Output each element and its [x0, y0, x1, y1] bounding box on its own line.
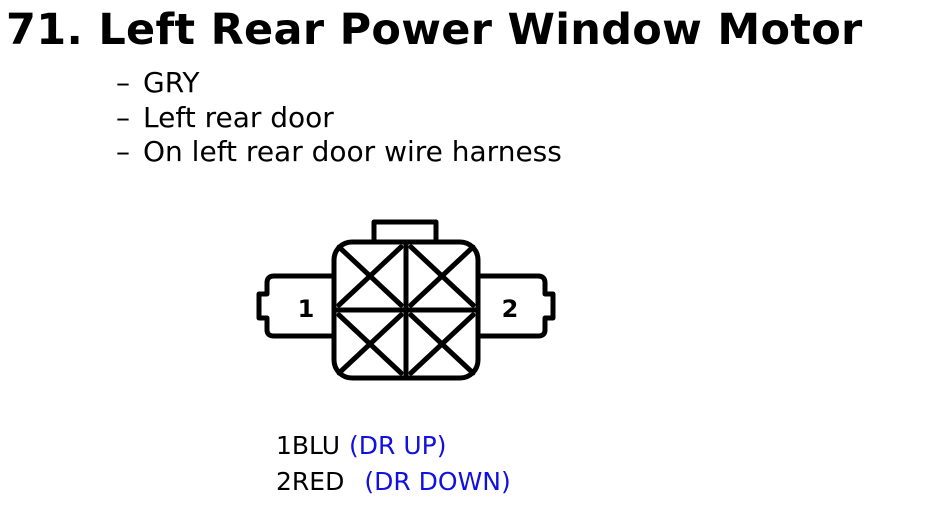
- detail-dash: –: [116, 135, 130, 168]
- connector-details-list: –GRY –Left rear door –On left rear door …: [116, 66, 562, 170]
- detail-text: On left rear door wire harness: [143, 135, 562, 168]
- detail-item-harness: –On left rear door wire harness: [116, 135, 562, 170]
- connector-latch: [371, 219, 439, 245]
- pin-function: (DR UP): [349, 431, 447, 460]
- connector-right-ear: [475, 273, 556, 339]
- detail-dash: –: [116, 66, 130, 99]
- pin-label-1: 1: [298, 295, 315, 323]
- pin-function: (DR DOWN): [364, 467, 511, 496]
- detail-dash: –: [116, 100, 130, 134]
- wire-color: RED: [291, 467, 345, 496]
- connector-cross: [336, 312, 404, 376]
- pin-number: 2: [276, 467, 292, 496]
- connector-cross: [408, 244, 476, 308]
- page-title: 71. Left Rear Power Window Motor: [6, 5, 863, 55]
- pinout-row: 1BLU (DR UP): [276, 428, 511, 464]
- pin-label-2: 2: [502, 295, 519, 323]
- detail-text: GRY: [143, 66, 200, 99]
- connector-cross: [336, 244, 404, 308]
- connector-diagram: 1 2: [256, 219, 556, 381]
- detail-item-color: –GRY: [116, 66, 562, 101]
- wire-color: BLU: [291, 431, 341, 460]
- connector-cross: [408, 312, 476, 376]
- connector-left-ear: [256, 273, 337, 339]
- pin-number: 1: [276, 431, 292, 460]
- pinout-row: 2RED (DR DOWN): [276, 464, 511, 500]
- pinout-list: 1BLU (DR UP) 2RED (DR DOWN): [276, 428, 511, 500]
- detail-item-location: –Left rear door: [116, 101, 562, 136]
- detail-text: Left rear door: [143, 100, 334, 134]
